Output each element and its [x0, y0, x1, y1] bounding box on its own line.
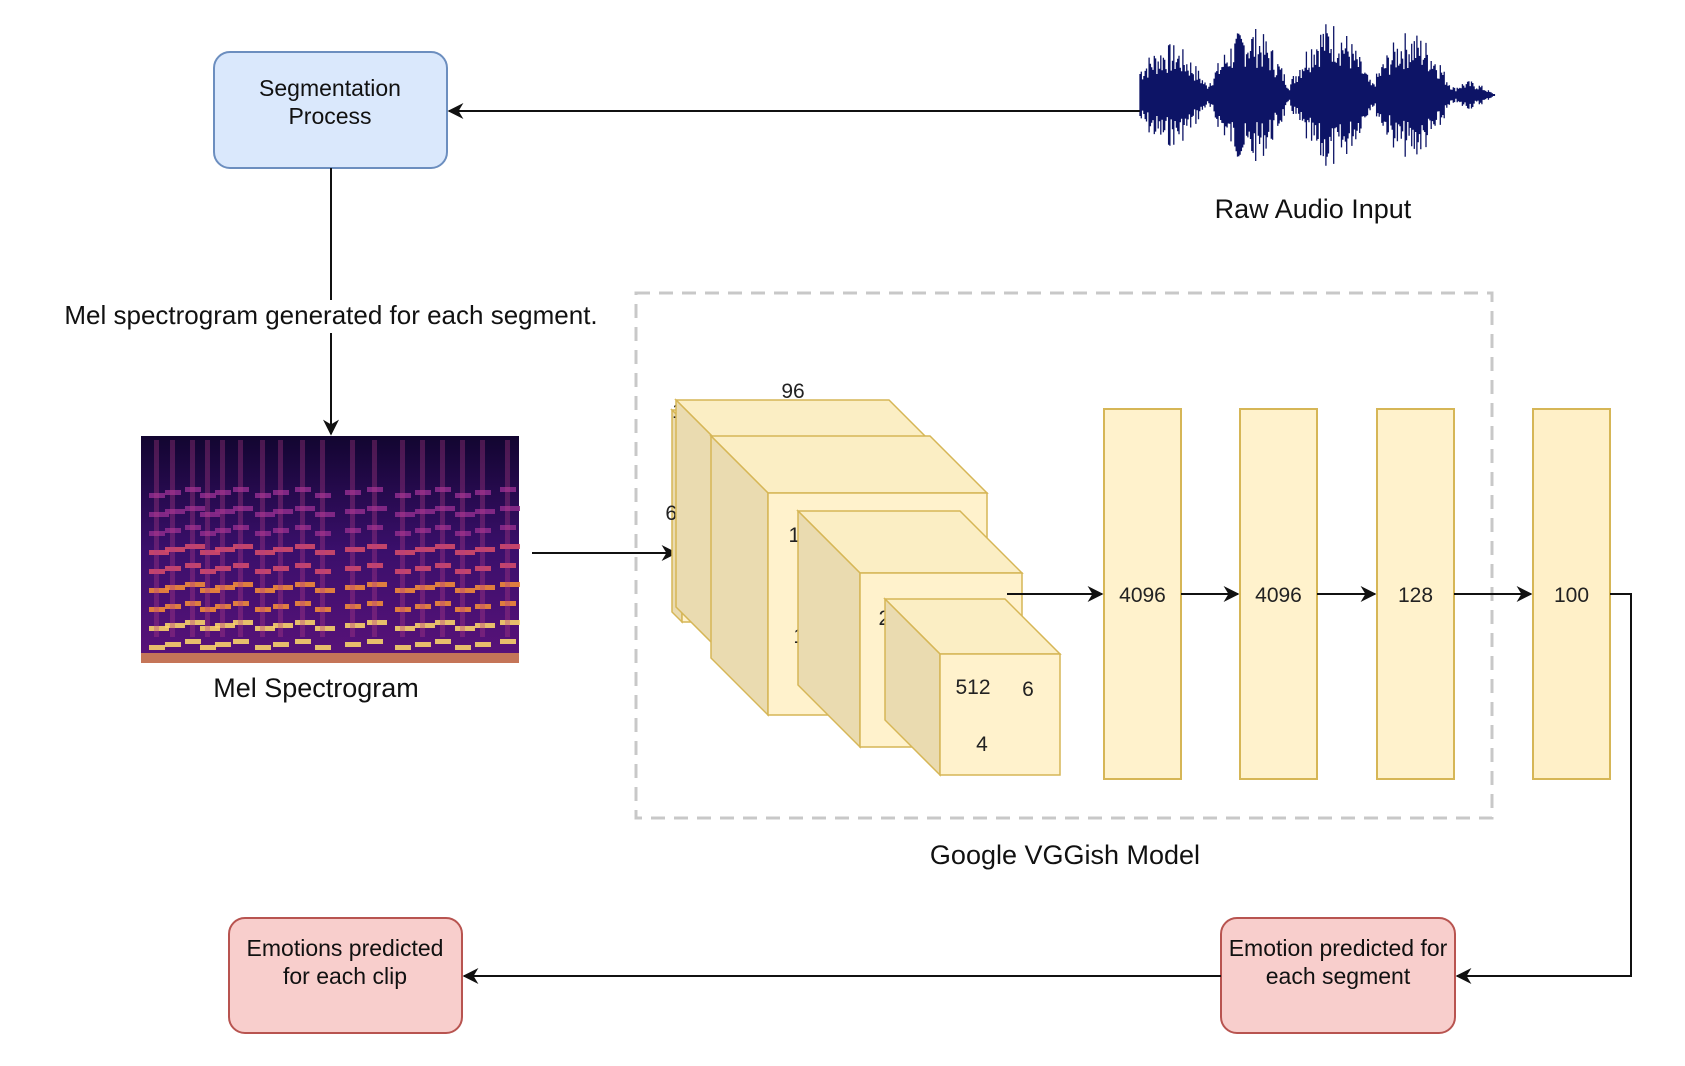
vggish-model-border: [634, 291, 1494, 820]
dense-layer-label: 128: [1398, 584, 1433, 607]
conv-top-label: 96: [781, 380, 804, 403]
vggish-model-caption: Google VGGish Model: [930, 840, 1200, 870]
dense-layer-label: 100: [1554, 584, 1589, 607]
mel-spectrogram-image: [141, 436, 520, 663]
dense-layer-label: 4096: [1255, 584, 1302, 607]
arrow-output-to-emotion-segment: [1455, 593, 1632, 984]
conv-top-label: 6: [1022, 678, 1034, 701]
conv-stack: 96164486432241281612256865124: [665, 380, 1062, 777]
dense-layer-label: 4096: [1119, 584, 1166, 607]
dense-stack: 4096 4096 128 100: [1103, 408, 1611, 780]
mel-spectrogram-caption: Mel Spectrogram: [213, 673, 419, 703]
dense-layer: 100: [1532, 408, 1611, 780]
dense-layer: 4096: [1103, 408, 1182, 780]
dense-layer: 128: [1376, 408, 1455, 780]
conv-block: 6 512 4: [883, 597, 1062, 777]
conv-depth-label: 512: [955, 676, 990, 699]
mel-edge-caption: Mel spectrogram generated for each segme…: [64, 300, 597, 330]
dense-layer: 4096: [1239, 408, 1318, 780]
conv-height-label: 4: [976, 733, 988, 756]
raw-audio-waveform: [1139, 24, 1496, 166]
raw-audio-caption: Raw Audio Input: [1215, 194, 1412, 224]
